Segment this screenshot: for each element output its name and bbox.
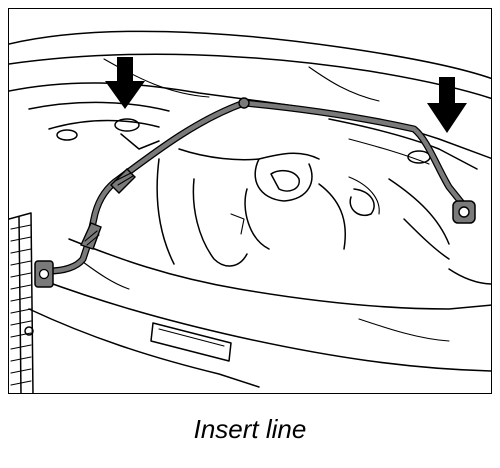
arrow-down-icon xyxy=(427,77,467,133)
pipe-fitting-upper xyxy=(110,168,136,194)
pipe-bend-joint xyxy=(238,97,250,109)
right-connector xyxy=(452,200,476,224)
center-bulkhead xyxy=(156,148,450,267)
arrow-down-icon xyxy=(105,57,145,109)
figure-caption: Insert line xyxy=(193,414,307,444)
engine-bay-drawing xyxy=(9,30,491,393)
condenser xyxy=(9,212,34,393)
insert-line-pipe xyxy=(34,97,476,288)
bay-floor xyxy=(28,238,491,388)
pipe-fitting-lower xyxy=(80,222,102,250)
illustration-frame xyxy=(8,8,492,394)
left-connector xyxy=(34,260,54,288)
